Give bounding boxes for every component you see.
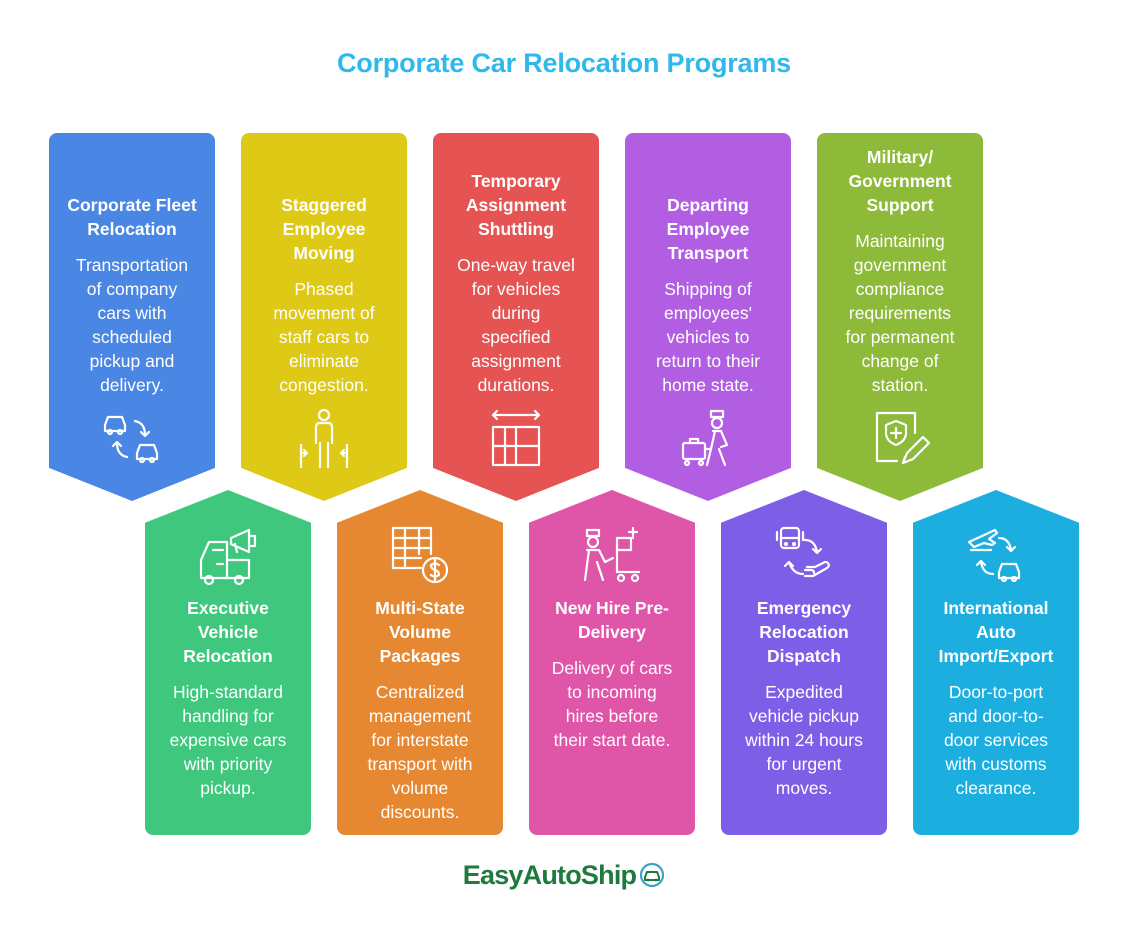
card-heading: International Auto Import/Export bbox=[938, 598, 1054, 666]
logo-text-ship: Ship bbox=[580, 860, 637, 890]
card-description: Shipping of employees' vehicles to retur… bbox=[655, 279, 761, 395]
card-description: High-standard handling for expensive car… bbox=[169, 682, 287, 798]
plane-car-icon bbox=[961, 520, 1031, 590]
grid-arrow-icon bbox=[481, 403, 551, 473]
logo-text-easy: Easy bbox=[462, 860, 524, 890]
truck-megaphone-icon bbox=[193, 520, 263, 590]
card-heading: Multi-State Volume Packages bbox=[375, 598, 465, 666]
card-description: Expedited vehicle pickup within 24 hours… bbox=[745, 682, 863, 798]
certificate-shield-icon bbox=[865, 403, 935, 473]
card-executive-vehicle-relocation: Executive Vehicle Relocation High-standa… bbox=[145, 490, 311, 835]
card-heading: Departing Employee Transport bbox=[666, 195, 750, 263]
card-new-hire-pre-delivery: New Hire Pre- Delivery Delivery of cars … bbox=[529, 490, 695, 835]
person-gates-icon bbox=[289, 403, 359, 473]
delivery-person-icon bbox=[577, 520, 647, 590]
card-description: Transportation of company cars with sche… bbox=[75, 255, 189, 395]
card-heading: Corporate Fleet Relocation bbox=[67, 195, 197, 239]
porter-luggage-icon bbox=[673, 403, 743, 473]
card-heading: Military/ Government Support bbox=[848, 147, 952, 215]
card-description: Centralized management for interstate tr… bbox=[367, 682, 473, 822]
brand-logo: EasyAutoShip bbox=[0, 860, 1128, 895]
table-dollar-icon bbox=[385, 520, 455, 590]
card-heading: New Hire Pre- Delivery bbox=[555, 598, 669, 642]
card-description: Maintaining government compliance requir… bbox=[845, 231, 955, 395]
car-circle-icon bbox=[639, 862, 665, 895]
card-heading: Emergency Relocation Dispatch bbox=[756, 598, 852, 666]
card-departing-employee-transport: Departing Employee Transport Shipping of… bbox=[625, 133, 791, 501]
card-description: Door-to-port and door-to- door services … bbox=[943, 682, 1049, 798]
page-title: Corporate Car Relocation Programs bbox=[336, 48, 791, 78]
card-multi-state-volume-packages: Multi-State Volume Packages Centralized … bbox=[337, 490, 503, 835]
card-staggered-employee-moving: Staggered Employee Moving Phased movemen… bbox=[241, 133, 407, 501]
card-military-government-support: Military/ Government Support Maintaining… bbox=[817, 133, 983, 501]
card-emergency-relocation-dispatch: Emergency Relocation Dispatch Expedited … bbox=[721, 490, 887, 835]
card-heading: Executive Vehicle Relocation bbox=[183, 598, 273, 666]
card-heading: Staggered Employee Moving bbox=[281, 195, 367, 263]
car-swap-icon bbox=[97, 403, 167, 473]
card-description: Phased movement of staff cars to elimina… bbox=[273, 279, 375, 395]
card-international-auto-import-export: International Auto Import/Export Door-to… bbox=[913, 490, 1079, 835]
card-temporary-assignment-shuttling: Temporary Assignment Shuttling One-way t… bbox=[433, 133, 599, 501]
card-description: One-way travel for vehicles during speci… bbox=[457, 255, 575, 395]
card-corporate-fleet-relocation: Corporate Fleet Relocation Transportatio… bbox=[49, 133, 215, 501]
card-heading: Temporary Assignment Shuttling bbox=[465, 171, 567, 239]
logo-text-auto: Auto bbox=[522, 860, 582, 890]
card-description: Delivery of cars to incoming hires befor… bbox=[551, 658, 673, 750]
bus-hand-icon bbox=[769, 520, 839, 590]
